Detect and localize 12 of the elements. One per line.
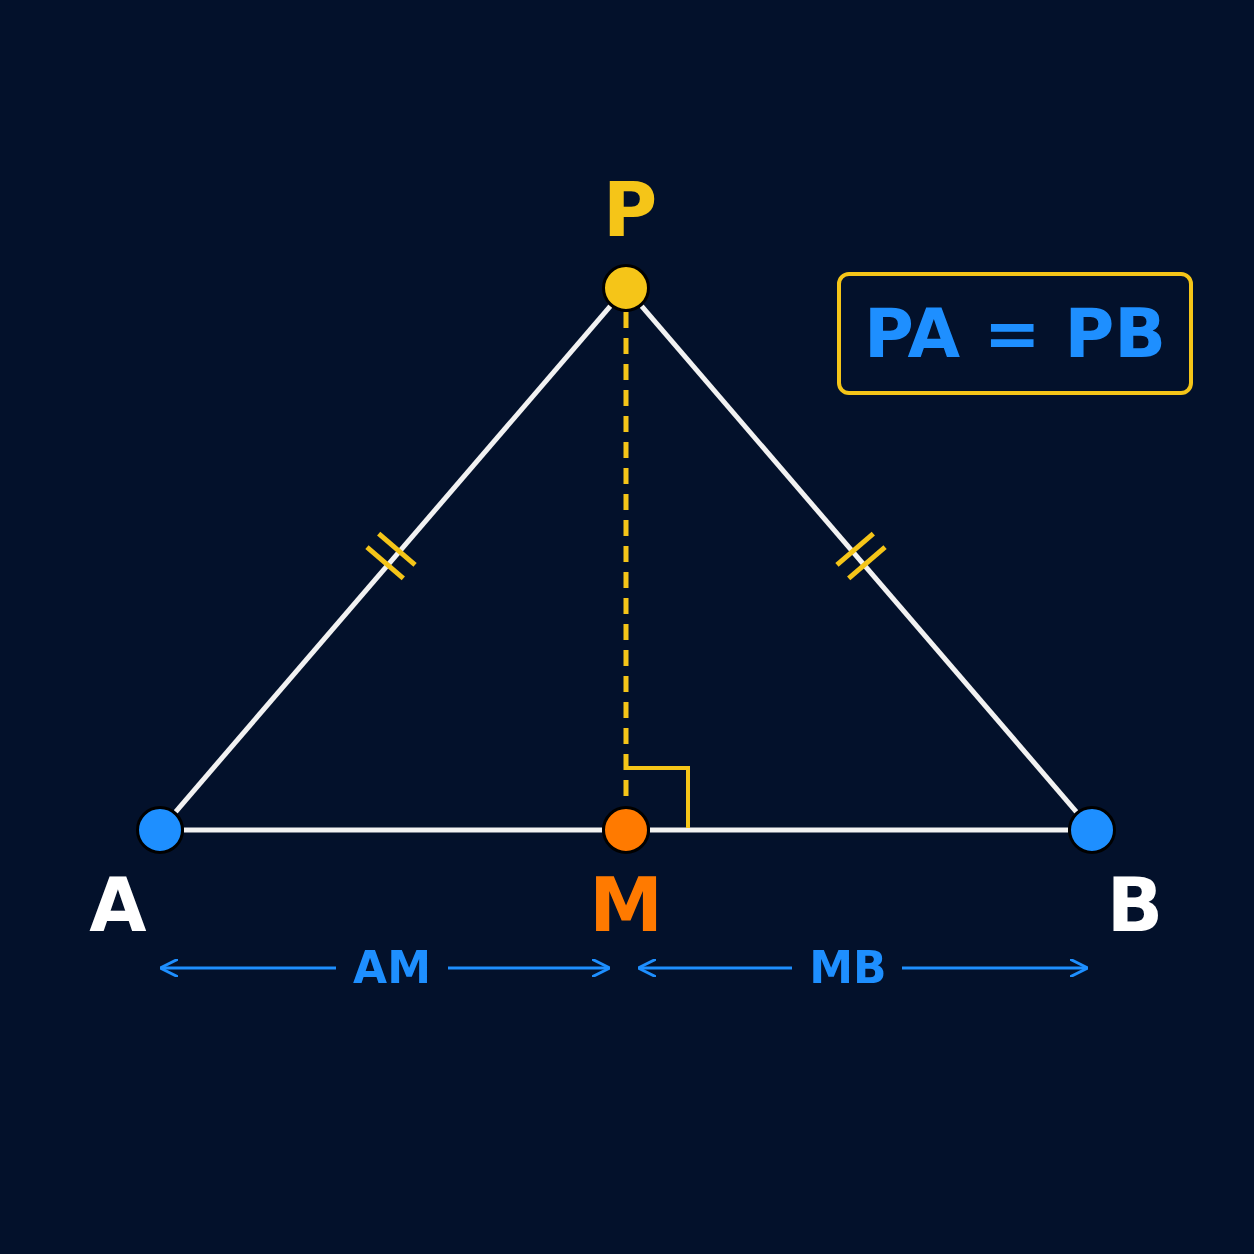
point-label: P	[602, 173, 658, 247]
point-label: B	[1106, 868, 1164, 942]
equation-text: PA = PB	[863, 294, 1167, 373]
point-label: M	[589, 868, 663, 942]
point-label: A	[89, 868, 147, 942]
dimension-label: AM	[353, 946, 431, 990]
line-segment	[639, 304, 1079, 814]
equation-box	[837, 272, 1193, 395]
line-segment	[173, 304, 613, 814]
line-segment	[650, 827, 1068, 833]
line-segment	[184, 827, 602, 833]
dimension-label: MB	[809, 946, 887, 990]
